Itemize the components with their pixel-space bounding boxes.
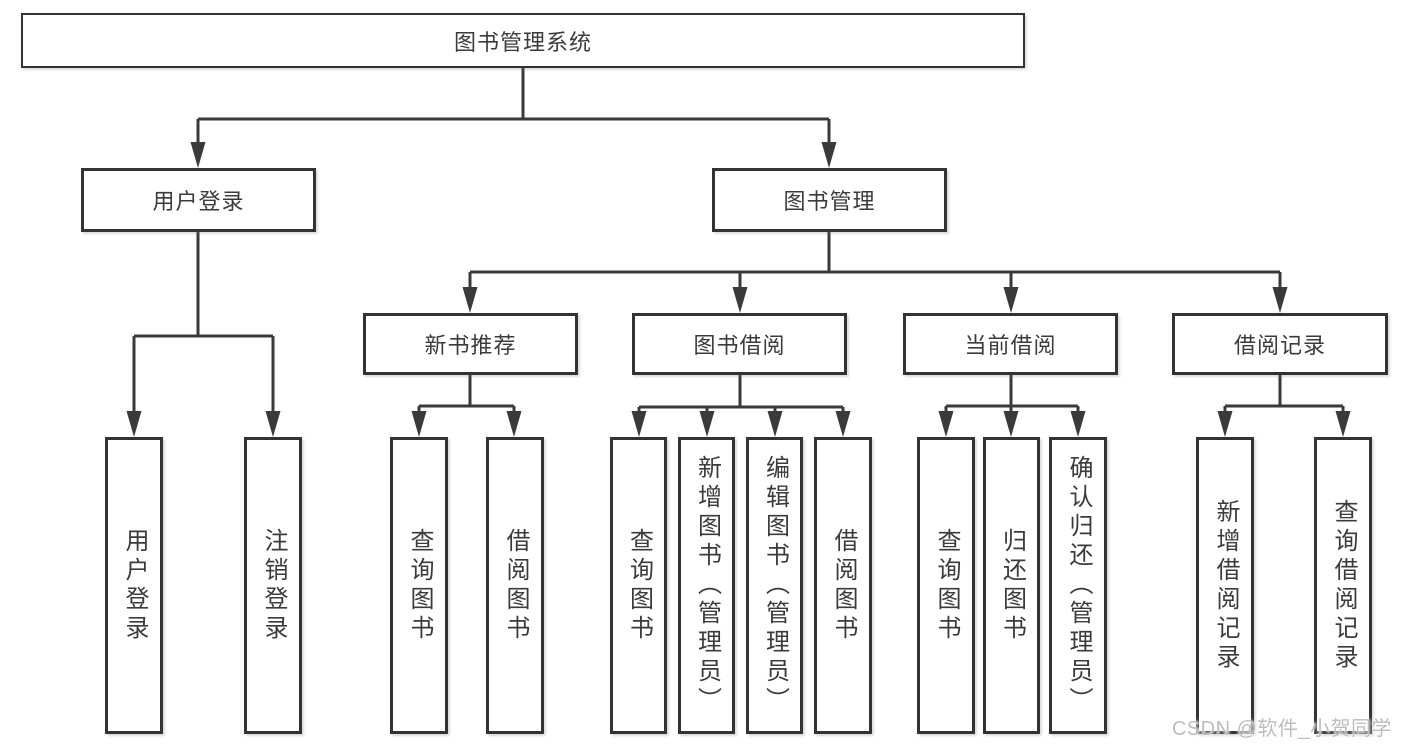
leaf-query-books-recommend-label: 查询图书 (406, 527, 433, 644)
node-book-management: 图书管理 (712, 168, 947, 232)
leaf-add-borrow-record-label: 新增借阅记录 (1212, 498, 1239, 673)
arrowheads (126, 142, 1351, 437)
leaf-query-borrow-record: 查询借阅记录 (1314, 437, 1372, 734)
node-borrow-records-label: 借阅记录 (1233, 333, 1326, 358)
leaf-edit-book-admin: 编辑图书（管理员） (746, 437, 803, 734)
node-user-login: 用户登录 (81, 168, 316, 232)
csdn-watermark: CSDN @软件_小贺同学 (1171, 718, 1392, 740)
node-user-login-label: 用户登录 (152, 189, 245, 214)
node-library-management-system: 图书管理系统 (21, 13, 1025, 68)
leaf-add-book-admin-label: 新增图书（管理员） (693, 455, 721, 716)
leaf-query-books-current: 查询图书 (917, 437, 975, 734)
node-current-borrow-label: 当前借阅 (964, 333, 1057, 358)
node-library-management-system-label: 图书管理系统 (453, 29, 592, 55)
leaf-query-books-recommend: 查询图书 (390, 437, 448, 734)
leaf-user-login: 用户登录 (105, 437, 163, 734)
leaf-return-book: 归还图书 (983, 437, 1040, 734)
leaf-edit-book-admin-label: 编辑图书（管理员） (761, 455, 789, 716)
leaf-logout-label: 注销登录 (260, 527, 287, 644)
leaf-add-book-admin: 新增图书（管理员） (678, 437, 735, 734)
leaf-borrow-books-label: 借阅图书 (830, 527, 857, 644)
leaf-borrow-books-recommend-label: 借阅图书 (502, 527, 529, 644)
leaf-query-borrow-record-label: 查询借阅记录 (1330, 498, 1357, 673)
node-new-book-recommend-label: 新书推荐 (424, 333, 517, 358)
leaf-borrow-books-recommend: 借阅图书 (486, 437, 544, 734)
node-new-book-recommend: 新书推荐 (363, 313, 578, 375)
leaf-add-borrow-record: 新增借阅记录 (1196, 437, 1254, 734)
node-current-borrow: 当前借阅 (903, 313, 1118, 375)
leaf-confirm-return-admin: 确认归还（管理员） (1049, 437, 1107, 734)
leaf-user-login-label: 用户登录 (121, 527, 148, 644)
leaf-query-books-borrow-label: 查询图书 (625, 527, 653, 644)
leaf-logout: 注销登录 (244, 437, 302, 734)
node-book-borrow-label: 图书借阅 (693, 333, 786, 358)
node-book-borrow: 图书借阅 (632, 313, 847, 375)
node-book-management-label: 图书管理 (783, 189, 876, 214)
leaf-borrow-books: 借阅图书 (814, 437, 872, 734)
leaf-return-book-label: 归还图书 (998, 527, 1026, 644)
node-borrow-records: 借阅记录 (1172, 313, 1388, 375)
leaf-query-books-current-label: 查询图书 (933, 527, 960, 644)
leaf-confirm-return-admin-label: 确认归还（管理员） (1065, 455, 1092, 716)
leaf-query-books-borrow: 查询图书 (610, 437, 667, 734)
